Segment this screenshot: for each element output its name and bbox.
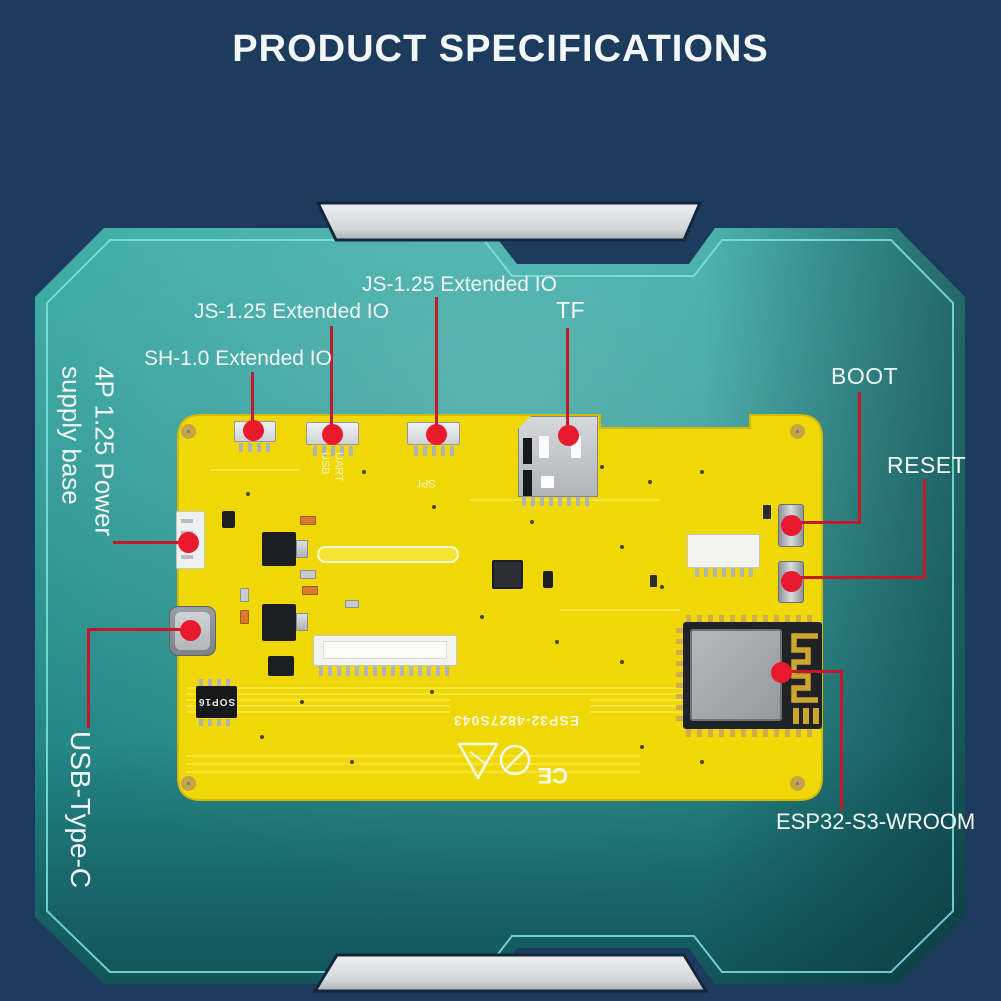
annotation-line-reset-v (923, 479, 926, 579)
annotation-dot-power (178, 532, 199, 553)
esp32-module-pins-bottom (686, 729, 816, 737)
sop16-pins (199, 679, 234, 686)
label-sh10-extended-io: SH-1.0 Extended IO (144, 347, 332, 370)
esp32-antenna (791, 633, 819, 724)
silk-spi: SPI (418, 477, 436, 489)
panel-border-line (46, 239, 954, 973)
silk-usb: USB (319, 452, 332, 475)
tf-slot-pins (522, 497, 594, 506)
screw-hole (790, 776, 805, 791)
small-ic (543, 571, 553, 588)
silk-uart: UART (332, 452, 345, 482)
prohibition-icon (499, 744, 531, 776)
top-tab (315, 201, 703, 242)
annotation-dot-reset (781, 571, 802, 592)
esp32-module-pins-left (676, 628, 684, 724)
tf-slot-hole (539, 436, 549, 458)
label-power-supply-line1: 4P 1.25 Power (89, 366, 120, 537)
annotation-line-usb-h (87, 628, 187, 631)
tf-slot-hole (541, 476, 554, 488)
tf-slot-detail (523, 438, 532, 464)
annotation-line-reset-h (791, 576, 926, 579)
esp32-module-pins-top (686, 615, 816, 623)
annotation-line-boot-v (858, 392, 861, 524)
esp32-shield (690, 629, 782, 721)
annotation-dot-sh10 (243, 420, 264, 441)
annotation-dot-usb (180, 620, 201, 641)
sop16-pins (199, 719, 234, 726)
bottom-tab (312, 953, 709, 993)
annotation-dot-js125-1 (322, 424, 343, 445)
label-reset: RESET (887, 452, 967, 478)
tf-slot-hole (571, 436, 581, 458)
annotation-line-esp32-v (840, 670, 843, 810)
sh10-connector-pins (239, 443, 272, 452)
annotation-line-usb-v (87, 629, 90, 728)
touch-fpc-pins (695, 568, 753, 577)
annotation-dot-boot (781, 515, 802, 536)
label-power-supply-line2: supply base (56, 366, 87, 505)
tf-slot-detail (523, 470, 532, 496)
display-fpc-pins (319, 666, 451, 676)
annotation-dot-esp32 (771, 662, 792, 683)
annotation-line-js125-2 (435, 297, 438, 434)
page-title: PRODUCT SPECIFICATIONS (232, 28, 769, 70)
regulator-ic (262, 532, 296, 566)
label-power-supply-base: 4P 1.25 Power supply base (54, 366, 121, 536)
regulator-ic (262, 604, 296, 641)
js125-connector-2-pins (414, 446, 454, 456)
annotation-dot-tf (558, 425, 579, 446)
annotation-line-power (113, 541, 189, 544)
small-ic (268, 656, 294, 676)
screw-hole (181, 424, 196, 439)
pcb-board (177, 414, 823, 801)
small-ic (222, 511, 235, 528)
annotation-line-tf (566, 328, 569, 435)
screw-hole (790, 424, 805, 439)
power-connector-pin (181, 555, 193, 559)
display-fpc-latch (323, 641, 447, 659)
js125-connector-1-pins (313, 446, 353, 456)
silk-model-number: ESP32-4827S043 (452, 713, 580, 729)
label-tf: TF (556, 297, 586, 323)
power-connector-pin (181, 519, 193, 523)
label-usb-type-c: USB-Type-C (64, 731, 96, 889)
regulator-tab (296, 540, 308, 558)
annotation-line-sh10 (251, 372, 254, 430)
label-esp32-s3-wroom: ESP32-S3-WROOM (776, 809, 976, 834)
screw-hole (181, 776, 196, 791)
warning-triangle-icon (457, 742, 499, 780)
annotation-dot-js125-2 (426, 424, 447, 445)
label-js125-extended-io-upper: JS-1.25 Extended IO (362, 273, 557, 296)
ce-mark: CE (537, 763, 568, 788)
qfn-ic (492, 560, 523, 589)
touch-fpc-connector (687, 534, 760, 568)
annotation-line-boot-h (791, 521, 861, 524)
regulator-tab (296, 613, 308, 631)
annotation-line-js125-1 (330, 326, 333, 434)
silkscreen-outline (317, 546, 459, 563)
sop16-chip: SOP16 (196, 686, 237, 718)
label-js125-extended-io-lower: JS-1.25 Extended IO (194, 300, 389, 323)
annotation-line-esp32-h (781, 670, 843, 673)
silk-uart-usb: UART USB (318, 452, 344, 482)
label-boot: BOOT (831, 363, 899, 389)
